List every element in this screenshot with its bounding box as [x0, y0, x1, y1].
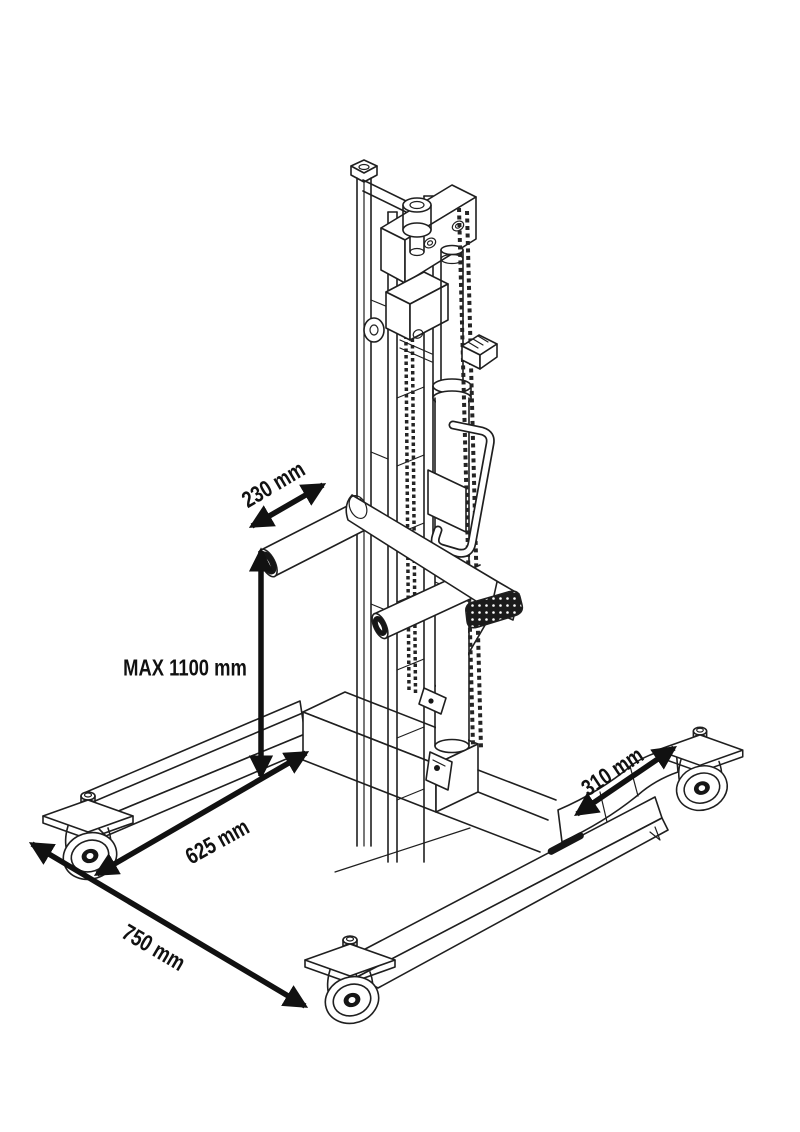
foot-pedal [418, 590, 524, 715]
dimension-max-lift-height: MAX 1100 mm [123, 547, 274, 780]
dimension-arrow [28, 841, 309, 1009]
carriage [258, 469, 520, 640]
base-frame [83, 691, 679, 989]
leg-pad [547, 832, 584, 855]
chain-anchor-bracket [425, 751, 453, 791]
dimension-label: MAX 1100 mm [123, 655, 247, 680]
dimension-arrow [573, 745, 678, 817]
handle [430, 420, 495, 558]
dimension-base-width: 750 mm [28, 841, 309, 1009]
base-struts [435, 769, 557, 853]
head-lug [363, 317, 385, 343]
dimension-arrow [248, 482, 327, 529]
release-knob [461, 334, 498, 370]
head-arm [362, 179, 407, 213]
dimension-label: 625 mm [181, 814, 253, 869]
carriage-bracket [427, 469, 467, 533]
dimension-label: 230 mm [238, 457, 310, 514]
dimension-roller-length: 230 mm [238, 457, 327, 529]
